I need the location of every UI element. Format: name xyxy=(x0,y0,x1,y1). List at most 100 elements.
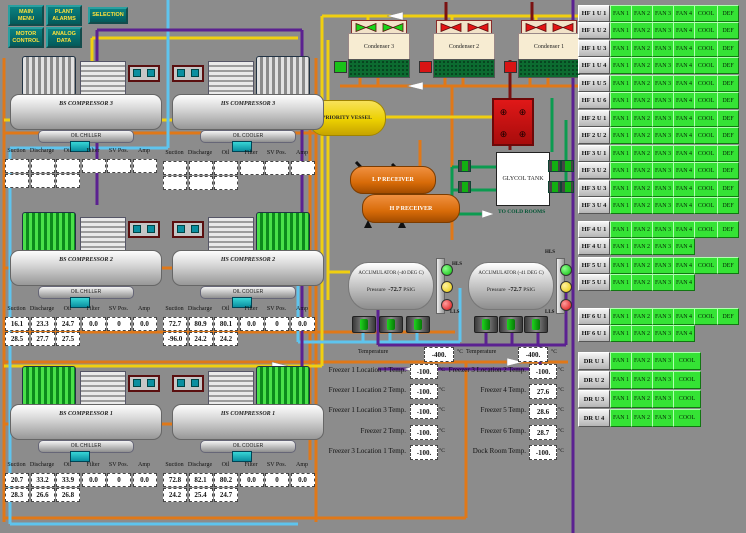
toolbar-button-main-menu[interactable]: MAIN MENU xyxy=(8,5,44,26)
cool-button[interactable]: COOL xyxy=(694,40,718,57)
cool-button[interactable]: COOL xyxy=(694,308,718,325)
fan-button[interactable]: FAN 3 xyxy=(652,162,674,179)
fan-button[interactable]: FAN 2 xyxy=(631,257,653,274)
fan-button[interactable]: FAN 1 xyxy=(610,40,632,57)
fan-button[interactable]: FAN 2 xyxy=(631,308,653,325)
cool-button[interactable]: COOL xyxy=(694,5,718,22)
fan-button[interactable]: FAN 2 xyxy=(631,197,653,214)
fan-button[interactable]: FAN 4 xyxy=(673,145,695,162)
cool-button[interactable]: COOL xyxy=(673,371,701,389)
fan-button[interactable]: FAN 1 xyxy=(610,257,632,274)
fan-button[interactable]: FAN 1 xyxy=(610,127,632,144)
fan-button[interactable]: FAN 1 xyxy=(610,110,632,127)
fan-button[interactable]: FAN 1 xyxy=(610,92,632,109)
fan-button[interactable]: FAN 4 xyxy=(673,308,695,325)
fan-button[interactable]: FAN 1 xyxy=(610,180,632,197)
fan-button[interactable]: FAN 4 xyxy=(673,325,695,342)
cool-button[interactable]: COOL xyxy=(694,127,718,144)
fan-button[interactable]: FAN 4 xyxy=(673,162,695,179)
fan-button[interactable]: FAN 3 xyxy=(652,145,674,162)
fan-button[interactable]: FAN 3 xyxy=(652,257,674,274)
fan-button[interactable]: FAN 4 xyxy=(673,238,695,255)
fan-button[interactable]: FAN 4 xyxy=(673,257,695,274)
fan-button[interactable]: FAN 2 xyxy=(631,352,653,370)
fan-button[interactable]: FAN 2 xyxy=(631,5,653,22)
cool-button[interactable]: COOL xyxy=(694,257,718,274)
fan-button[interactable]: FAN 1 xyxy=(610,390,632,408)
fan-button[interactable]: FAN 3 xyxy=(652,325,674,342)
fan-button[interactable]: FAN 3 xyxy=(652,92,674,109)
fan-button[interactable]: FAN 1 xyxy=(610,371,632,389)
fan-button[interactable]: FAN 3 xyxy=(652,352,674,370)
fan-button[interactable]: FAN 1 xyxy=(610,162,632,179)
def-button[interactable]: DEF xyxy=(717,57,739,74)
cool-button[interactable]: COOL xyxy=(694,22,718,39)
cool-button[interactable]: COOL xyxy=(673,409,701,427)
fan-button[interactable]: FAN 1 xyxy=(610,274,632,291)
fan-button[interactable]: FAN 1 xyxy=(610,352,632,370)
fan-button[interactable]: FAN 2 xyxy=(631,22,653,39)
cool-button[interactable]: COOL xyxy=(694,57,718,74)
fan-button[interactable]: FAN 1 xyxy=(610,308,632,325)
fan-button[interactable]: FAN 4 xyxy=(673,180,695,197)
fan-button[interactable]: FAN 1 xyxy=(610,197,632,214)
fan-button[interactable]: FAN 3 xyxy=(652,57,674,74)
fan-button[interactable]: FAN 4 xyxy=(673,40,695,57)
fan-button[interactable]: FAN 1 xyxy=(610,5,632,22)
fan-button[interactable]: FAN 1 xyxy=(610,238,632,255)
fan-button[interactable]: FAN 3 xyxy=(652,308,674,325)
fan-button[interactable]: FAN 3 xyxy=(652,238,674,255)
fan-button[interactable]: FAN 3 xyxy=(652,221,674,238)
def-button[interactable]: DEF xyxy=(717,180,739,197)
fan-button[interactable]: FAN 1 xyxy=(610,409,632,427)
def-button[interactable]: DEF xyxy=(717,221,739,238)
def-button[interactable]: DEF xyxy=(717,162,739,179)
fan-button[interactable]: FAN 3 xyxy=(652,127,674,144)
fan-button[interactable]: FAN 2 xyxy=(631,40,653,57)
fan-button[interactable]: FAN 1 xyxy=(610,57,632,74)
fan-button[interactable]: FAN 3 xyxy=(652,409,674,427)
cool-button[interactable]: COOL xyxy=(673,352,701,370)
def-button[interactable]: DEF xyxy=(717,127,739,144)
toolbar-button-motor-control[interactable]: MOTOR CONTROL xyxy=(8,27,44,48)
fan-button[interactable]: FAN 2 xyxy=(631,92,653,109)
cool-button[interactable]: COOL xyxy=(694,221,718,238)
cool-button[interactable]: COOL xyxy=(673,390,701,408)
fan-button[interactable]: FAN 2 xyxy=(631,162,653,179)
fan-button[interactable]: FAN 2 xyxy=(631,371,653,389)
fan-button[interactable]: FAN 1 xyxy=(610,22,632,39)
fan-button[interactable]: FAN 3 xyxy=(652,75,674,92)
fan-button[interactable]: FAN 3 xyxy=(652,110,674,127)
fan-button[interactable]: FAN 2 xyxy=(631,390,653,408)
fan-button[interactable]: FAN 1 xyxy=(610,75,632,92)
def-button[interactable]: DEF xyxy=(717,40,739,57)
cool-button[interactable]: COOL xyxy=(694,145,718,162)
fan-button[interactable]: FAN 4 xyxy=(673,110,695,127)
fan-button[interactable]: FAN 1 xyxy=(610,221,632,238)
fan-button[interactable]: FAN 4 xyxy=(673,197,695,214)
cool-button[interactable]: COOL xyxy=(694,180,718,197)
fan-button[interactable]: FAN 4 xyxy=(673,5,695,22)
fan-button[interactable]: FAN 4 xyxy=(673,57,695,74)
fan-button[interactable]: FAN 2 xyxy=(631,274,653,291)
fan-button[interactable]: FAN 3 xyxy=(652,40,674,57)
def-button[interactable]: DEF xyxy=(717,257,739,274)
fan-button[interactable]: FAN 3 xyxy=(652,197,674,214)
toolbar-button-plant-alarms[interactable]: PLANT ALARMS xyxy=(46,5,82,26)
fan-button[interactable]: FAN 3 xyxy=(652,22,674,39)
cool-button[interactable]: COOL xyxy=(694,162,718,179)
fan-button[interactable]: FAN 2 xyxy=(631,238,653,255)
cool-button[interactable]: COOL xyxy=(694,197,718,214)
toolbar-button-analog-data[interactable]: ANALOG DATA xyxy=(46,27,82,48)
fan-button[interactable]: FAN 3 xyxy=(652,371,674,389)
fan-button[interactable]: FAN 3 xyxy=(652,274,674,291)
fan-button[interactable]: FAN 2 xyxy=(631,127,653,144)
fan-button[interactable]: FAN 2 xyxy=(631,75,653,92)
fan-button[interactable]: FAN 3 xyxy=(652,180,674,197)
def-button[interactable]: DEF xyxy=(717,5,739,22)
cool-button[interactable]: COOL xyxy=(694,92,718,109)
fan-button[interactable]: FAN 3 xyxy=(652,390,674,408)
def-button[interactable]: DEF xyxy=(717,75,739,92)
fan-button[interactable]: FAN 2 xyxy=(631,110,653,127)
fan-button[interactable]: FAN 2 xyxy=(631,221,653,238)
